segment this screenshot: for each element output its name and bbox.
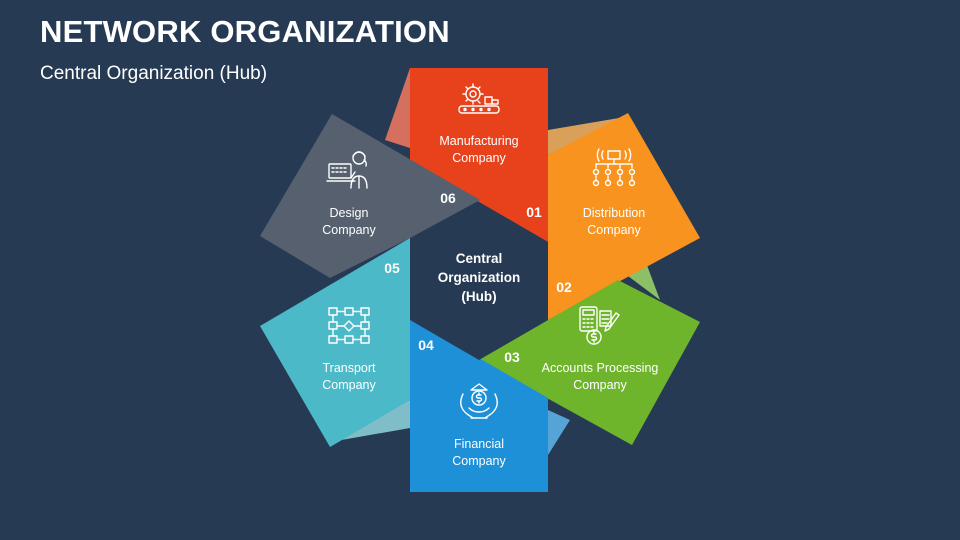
segment-manufacturing-label-1: Manufacturing	[439, 134, 518, 148]
hub-shape	[410, 202, 548, 360]
segment-design-label-2: Company	[322, 223, 376, 237]
central-hub: Central Organization (Hub)	[410, 202, 548, 360]
segment-design-number: 06	[440, 190, 456, 206]
segment-accounts-number: 03	[504, 349, 520, 365]
segment-manufacturing-label-2: Company	[452, 151, 506, 165]
segment-financial[interactable]: Financial Company 04	[410, 318, 548, 492]
slide-title: NETWORK ORGANIZATION	[40, 14, 450, 49]
slide-subtitle: Central Organization (Hub)	[40, 63, 268, 84]
segment-design-label-1: Design	[330, 206, 369, 220]
gear-conveyor-icon	[458, 83, 500, 114]
segment-distribution-number: 02	[556, 279, 572, 295]
segment-distribution[interactable]: Distribution Company 02	[548, 113, 700, 320]
segment-accounts-label-2: Company	[573, 378, 627, 392]
hub-label-3: (Hub)	[461, 289, 496, 304]
segment-distribution-label-2: Company	[587, 223, 641, 237]
segment-accounts-label-1: Accounts Processing	[542, 361, 659, 375]
segment-accounts[interactable]: Accounts Processing Company 03	[478, 280, 700, 445]
segment-transport-number: 05	[384, 260, 400, 276]
distribution-network-icon	[592, 148, 636, 187]
dollar-hands-icon	[460, 383, 498, 419]
segment-accounts-shape	[478, 280, 700, 445]
segment-distribution-shape	[548, 113, 700, 320]
segment-financial-number: 04	[418, 337, 434, 353]
designer-icon	[326, 151, 368, 189]
segment-transport[interactable]: Transport Company 05	[260, 238, 410, 447]
segment-design-shape	[260, 114, 480, 278]
transport-flow-icon	[328, 307, 370, 344]
segment-manufacturing[interactable]: Manufacturing Company 01	[410, 68, 548, 242]
hub-label-2: Organization	[438, 270, 521, 285]
segment-financial-label-1: Financial	[454, 437, 504, 451]
accounting-calculator-icon	[579, 306, 620, 345]
flap-financial	[548, 410, 570, 455]
segment-transport-label-1: Transport	[322, 361, 376, 375]
segment-distribution-label-1: Distribution	[583, 206, 646, 220]
flap-manufacturing	[385, 68, 410, 148]
segment-transport-label-2: Company	[322, 378, 376, 392]
segment-manufacturing-shape	[410, 68, 548, 242]
segment-design[interactable]: Design Company 06	[260, 114, 480, 278]
hub-label-1: Central	[456, 251, 503, 266]
segment-manufacturing-number: 01	[526, 204, 542, 220]
segment-financial-label-2: Company	[452, 454, 506, 468]
